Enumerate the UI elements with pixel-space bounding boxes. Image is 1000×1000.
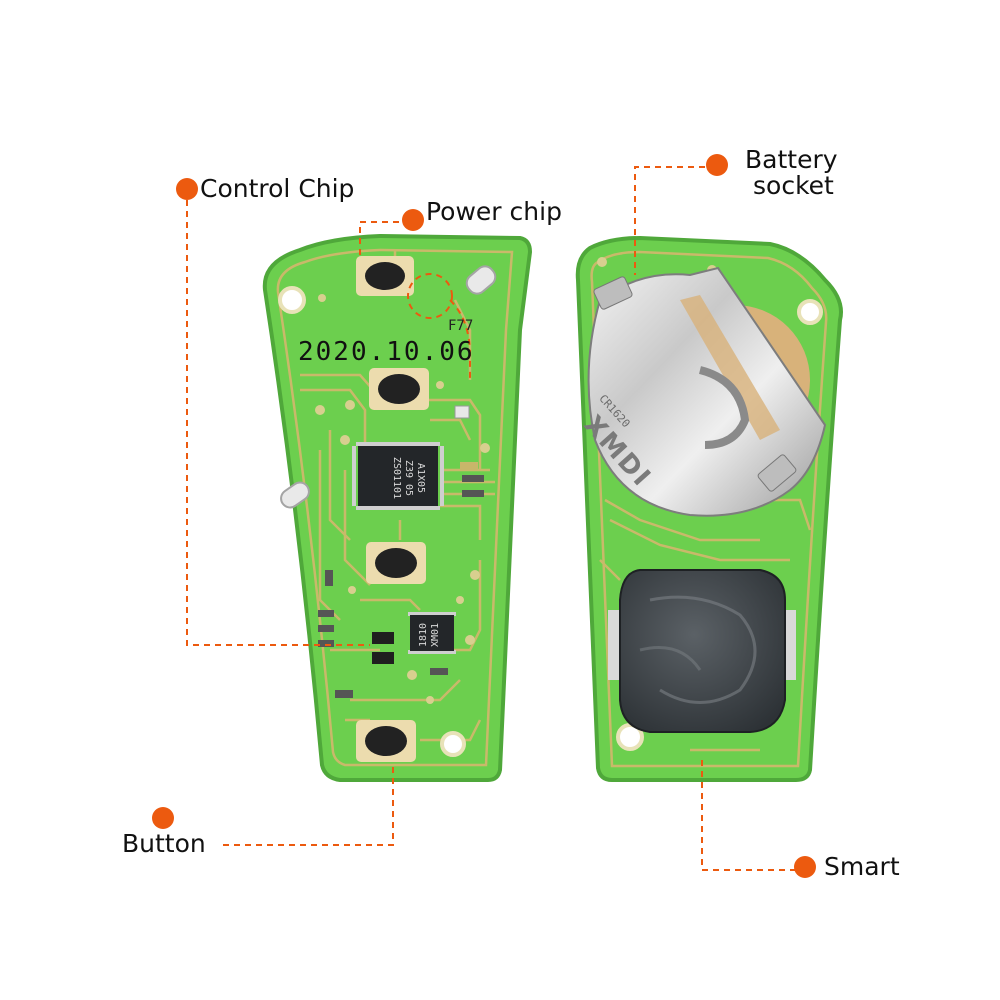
- board-mark: F77: [448, 318, 474, 334]
- button-callout-dot: [152, 807, 174, 829]
- power-chip: [408, 612, 456, 654]
- battery-socket-callout-dot: [706, 154, 728, 176]
- pcb-back: [575, 235, 843, 782]
- control-chip-marking-1: A1X05: [415, 462, 426, 494]
- tact-button-1: [356, 256, 414, 296]
- battery-socket-label-line2: socket: [753, 171, 834, 200]
- callout-lines: [186, 166, 800, 871]
- power-chip-marking: 1810 XM01: [418, 615, 448, 655]
- pcb-front: [262, 233, 533, 782]
- control-chip-leader: [186, 200, 370, 646]
- smart-callout-dot: [794, 856, 816, 878]
- power-chip-label: Power chip: [426, 197, 562, 226]
- control-chip-label: Control Chip: [200, 174, 355, 203]
- tact-button-3: [366, 542, 426, 584]
- control-chip-marking: A1X05 Z39 05 ZS01101: [370, 440, 426, 516]
- battery-socket-label-line1: Battery: [745, 145, 838, 174]
- control-chip-marking-3: ZS01101: [391, 456, 402, 500]
- button-label: Button: [122, 829, 206, 858]
- control-chip: [352, 442, 444, 510]
- smart-leader: [701, 760, 800, 871]
- power-chip-marking-1: 1810: [418, 622, 429, 648]
- battery-clip: [587, 266, 827, 517]
- tact-button-4: [356, 720, 416, 762]
- date-print: 2020.10.06: [298, 337, 475, 367]
- power-chip-callout-dot: [402, 209, 424, 231]
- led-pad-top: [465, 265, 497, 295]
- button-leader: [223, 765, 394, 846]
- control-chip-marking-2: Z39 05: [403, 459, 414, 497]
- power-chip-leader: [359, 221, 410, 260]
- tact-button-2: [369, 368, 429, 410]
- battery-socket-leader: [634, 166, 716, 275]
- smart-module: [608, 569, 796, 733]
- smart-label: Smart: [824, 852, 900, 881]
- power-chip-marking-2: XM01: [430, 622, 441, 648]
- control-chip-callout-dot: [176, 178, 198, 200]
